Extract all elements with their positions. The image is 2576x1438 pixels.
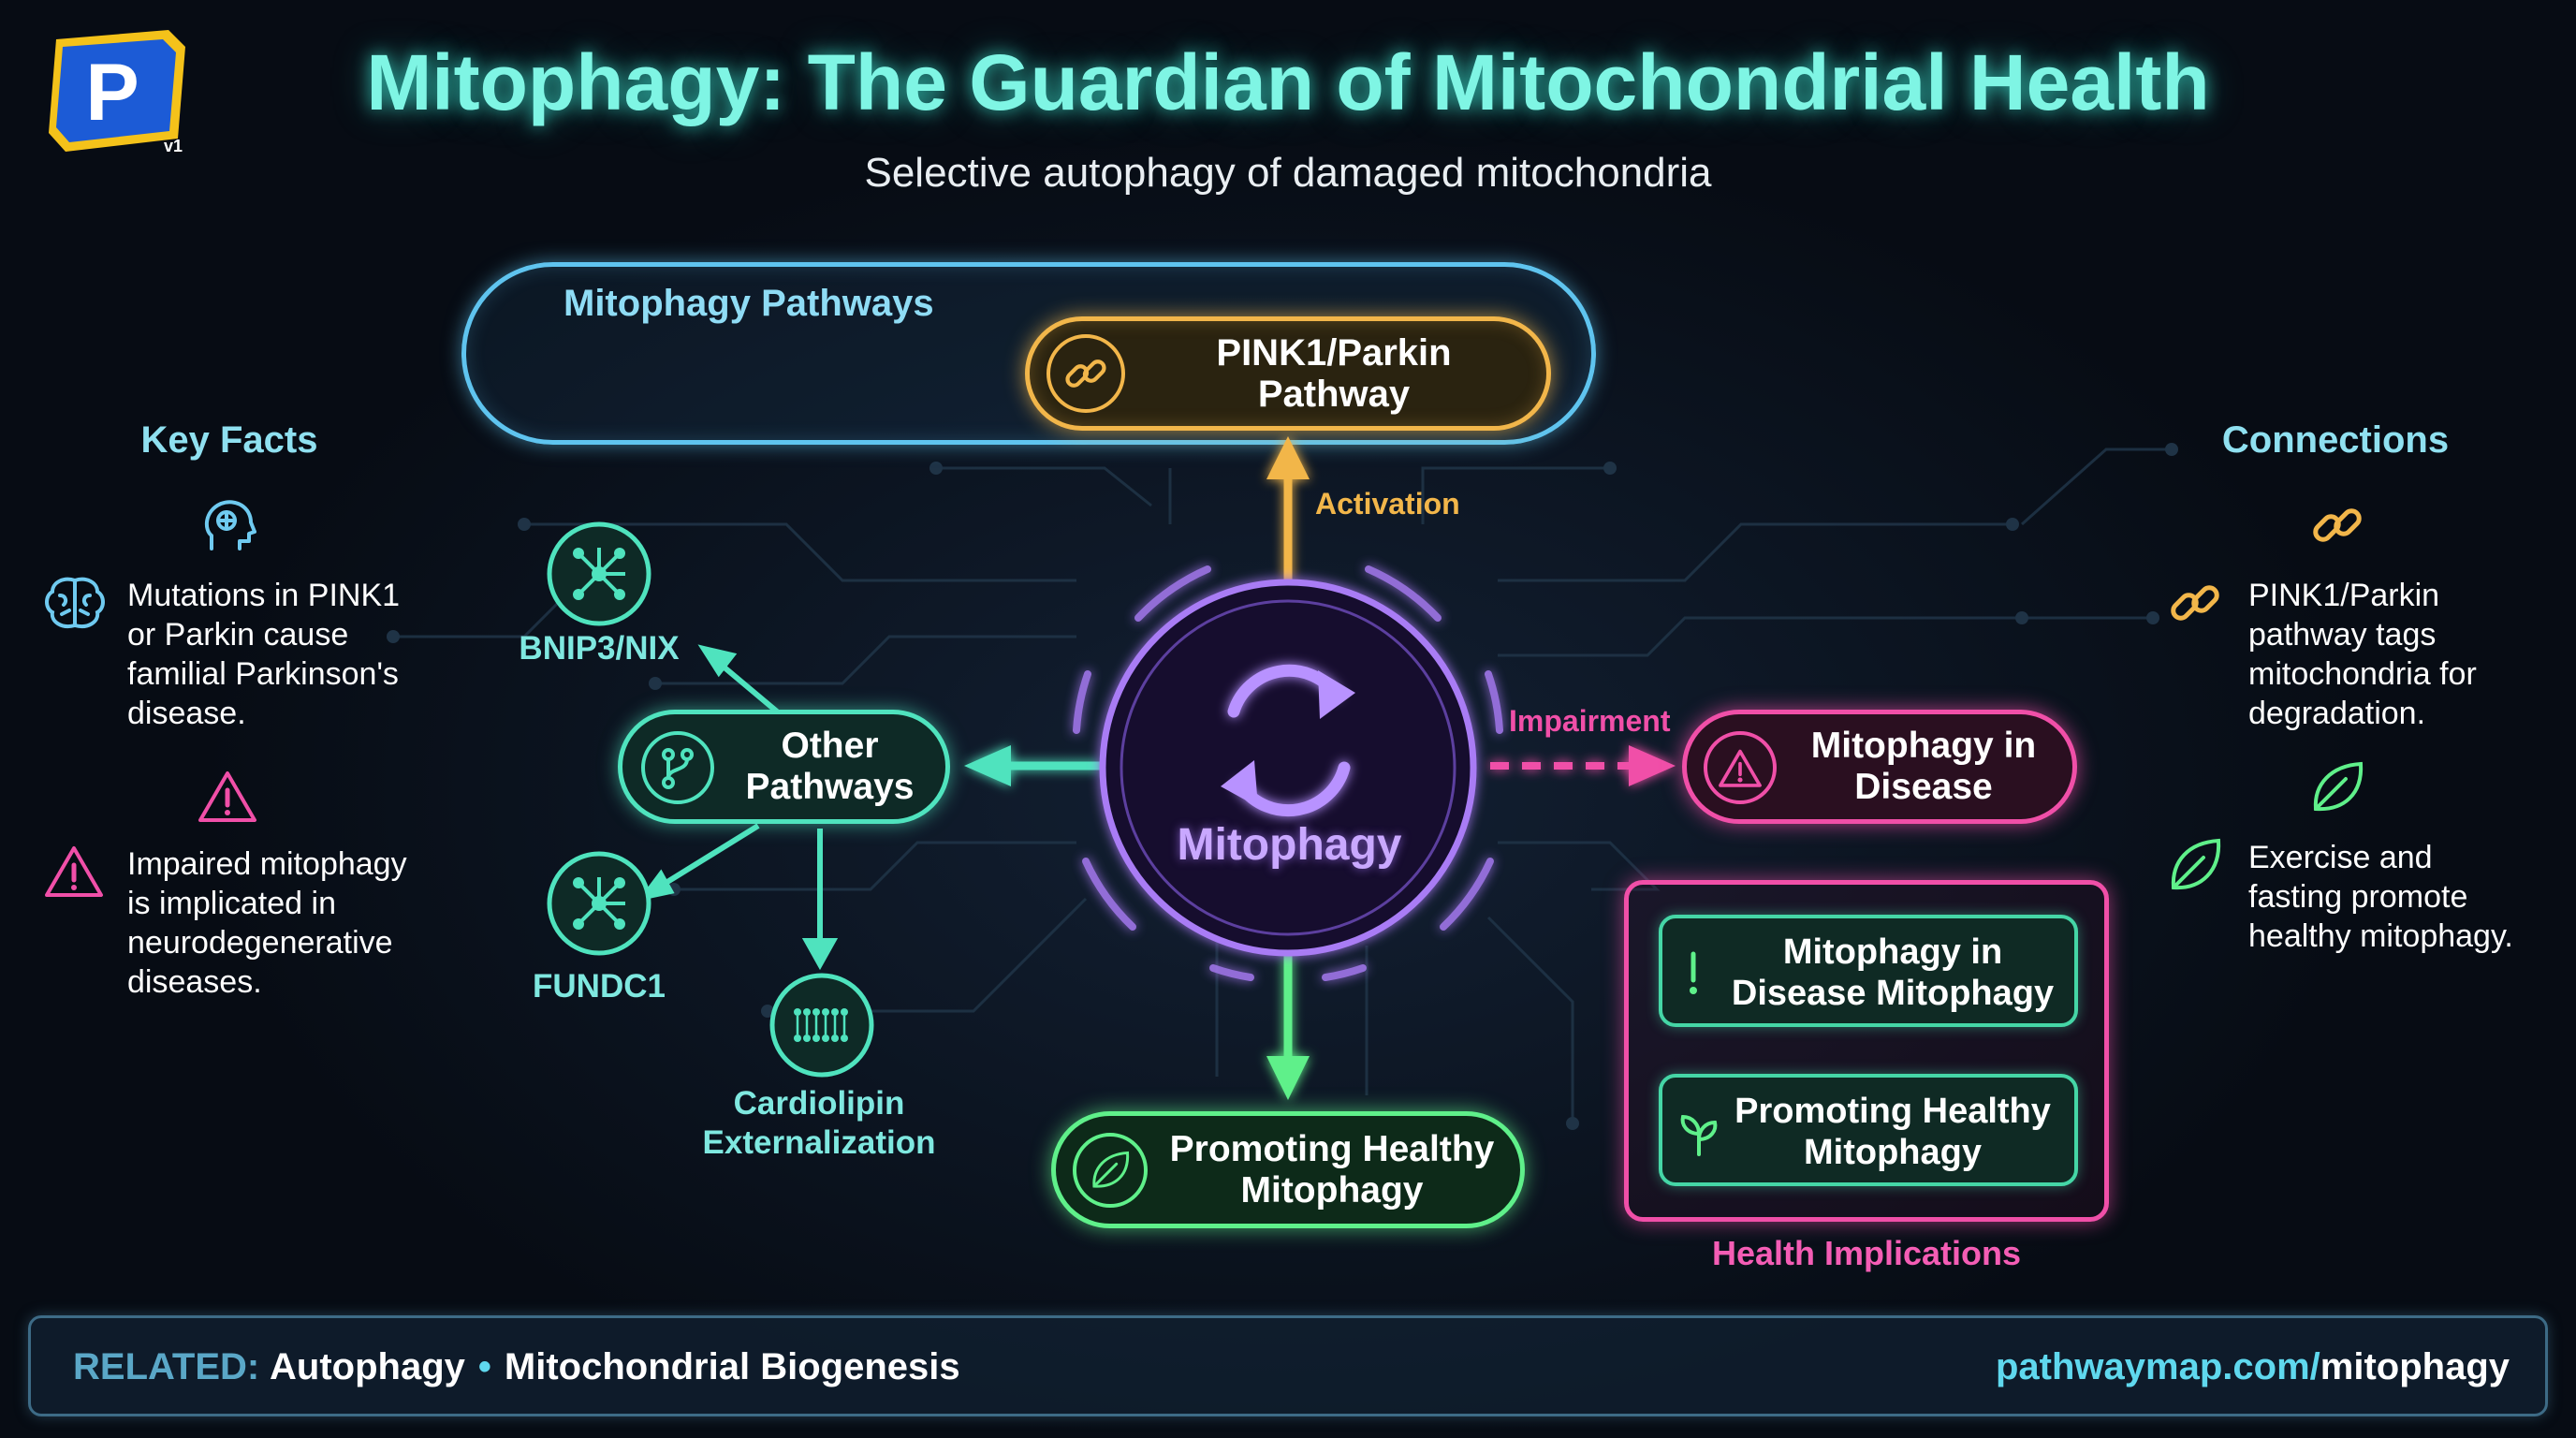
- other-pathways-arrow: [964, 745, 1100, 786]
- footer-url-domain: pathwaymap.com/: [1996, 1346, 2320, 1387]
- page-subtitle: Selective autophagy of damaged mitochond…: [864, 150, 1712, 196]
- fundc1-label: FUNDC1: [533, 968, 666, 1005]
- separator-dot: •: [477, 1346, 491, 1387]
- bnip3-label: BNIP3/NIX: [519, 630, 680, 667]
- warning-triangle-icon: [1704, 731, 1777, 804]
- pathways-group-label: Mitophagy Pathways: [564, 283, 934, 324]
- health-card-healthy[interactable]: Promoting Healthy Mitophagy: [1659, 1074, 2078, 1186]
- footer-url-path: mitophagy: [2320, 1346, 2510, 1387]
- logo-version: v1: [164, 137, 183, 155]
- health-card-disease[interactable]: Mitophagy in Disease Mitophagy: [1659, 915, 2078, 1027]
- related-links: Autophagy • Mitochondrial Biogenesis: [270, 1346, 960, 1388]
- fundc1-network-icon[interactable]: [543, 847, 655, 960]
- warning-triangle-icon: [198, 771, 256, 822]
- pink1-parkin-label: PINK1/Parkin Pathway: [1216, 332, 1452, 415]
- key-fact-text: Mutations in PINK1 or Parkin cause famil…: [127, 578, 401, 731]
- leaf-icon: [1073, 1133, 1148, 1208]
- brand-logo[interactable]: P v1: [37, 28, 187, 155]
- link-icon: [2171, 585, 2219, 621]
- bnip3-network-icon[interactable]: [543, 518, 655, 630]
- health-card-label: Promoting Healthy Mitophagy: [1734, 1092, 2051, 1172]
- link-icon: [1046, 334, 1125, 413]
- footer-bar: RELATED: Autophagy • Mitochondrial Biogene…: [28, 1315, 2548, 1416]
- leaf-icon: [2171, 838, 2221, 890]
- membrane-icon[interactable]: [766, 969, 878, 1081]
- other-pathways-node[interactable]: Other Pathways: [618, 710, 950, 824]
- pink1-parkin-node[interactable]: PINK1/Parkin Pathway: [1025, 316, 1551, 431]
- brain-head-icon: [204, 500, 256, 550]
- promoting-healthy-mitophagy-node[interactable]: Promoting Healthy Mitophagy: [1051, 1111, 1525, 1228]
- health-implications-label: Health Implications: [1711, 1234, 2022, 1272]
- impairment-label: Impairment: [1509, 704, 1671, 738]
- mitophagy-center-ring: [1073, 565, 1503, 981]
- related-link-autophagy[interactable]: Autophagy: [270, 1346, 465, 1387]
- cardiolipin-label: Cardiolipin Externalization: [702, 1085, 936, 1161]
- health-implications-box: Mitophagy in Disease Mitophagy Promoting…: [1624, 880, 2109, 1222]
- mitophagy-in-disease-node[interactable]: Mitophagy in Disease: [1682, 710, 2077, 824]
- activation-label: Activation: [1315, 487, 1460, 521]
- promoting-healthy-label: Promoting Healthy Mitophagy: [1169, 1128, 1495, 1211]
- warning-triangle-icon: [45, 846, 103, 897]
- healthy-arrow: [1266, 955, 1310, 1100]
- footer-url[interactable]: pathwaymap.com/mitophagy: [1996, 1346, 2510, 1388]
- page-title: Mitophagy: The Guardian of Mitochondrial…: [366, 38, 2210, 126]
- leaf-icon: [2313, 761, 2364, 812]
- sprout-icon: [1680, 1114, 1718, 1156]
- connections-heading: Connections: [2221, 419, 2450, 461]
- brain-icon: [45, 577, 105, 628]
- connection-text: PINK1/Parkin pathway tags mitochondria f…: [2248, 578, 2477, 731]
- health-card-label: Mitophagy in Disease Mitophagy: [1731, 932, 2055, 1013]
- logo-letter: P: [85, 48, 139, 138]
- mitophagy-in-disease-label: Mitophagy in Disease: [1810, 726, 2037, 807]
- branch-arrows: [637, 644, 839, 971]
- link-icon: [2313, 508, 2362, 542]
- impairment-arrow: [1490, 745, 1676, 786]
- mitophagy-center-label: Mitophagy: [1177, 820, 1402, 870]
- related-link-biogenesis[interactable]: Mitochondrial Biogenesis: [504, 1346, 960, 1387]
- connection-text: Exercise and fasting promote healthy mit…: [2248, 840, 2513, 954]
- other-pathways-label: Other Pathways: [745, 726, 915, 807]
- key-fact-text: Impaired mitophagy is implicated in neur…: [127, 846, 407, 1000]
- key-facts-heading: Key Facts: [140, 419, 318, 461]
- related-label: RELATED:: [73, 1346, 260, 1387]
- branch-icon: [641, 731, 714, 804]
- activation-arrow: [1266, 436, 1310, 580]
- exclamation-icon: [1690, 951, 1697, 994]
